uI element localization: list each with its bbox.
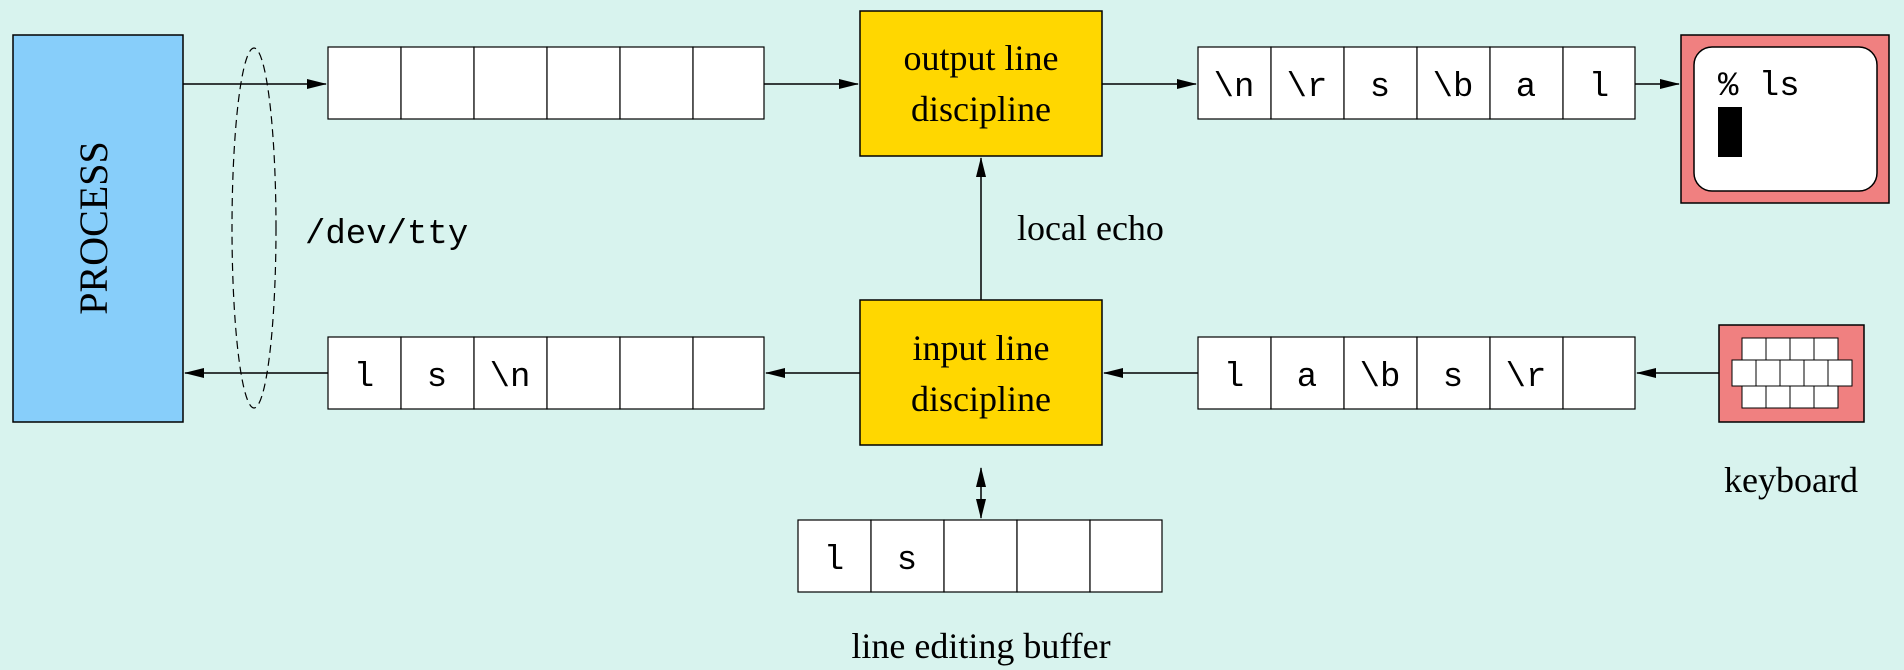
output-discipline-label-line1: output line — [904, 38, 1059, 78]
dev-tty-label: /dev/tty — [305, 216, 468, 254]
queue-cell-value: s — [1443, 359, 1463, 397]
queue-cell-value: a — [1516, 69, 1536, 107]
buffer-cell — [943, 519, 1018, 593]
input-discipline-label-line2: discipline — [911, 379, 1051, 419]
queue-cell — [692, 336, 765, 410]
queue-cell-value: s — [427, 359, 447, 397]
output-line-discipline: output line discipline — [859, 10, 1103, 157]
terminal-output-queue: \n \r s \b a l — [1197, 46, 1636, 120]
keyboard-key — [1813, 337, 1839, 361]
queue-cell — [1343, 336, 1418, 410]
keyboard-key — [1741, 337, 1767, 361]
queue-cell — [1197, 46, 1272, 120]
raw-input-queue: l a \b s \r — [1197, 336, 1636, 410]
process-input-queue: l s \n — [327, 336, 765, 410]
queue-cell — [546, 46, 621, 120]
terminal-screen: % ls — [1680, 34, 1890, 204]
queue-cell — [327, 46, 402, 120]
keyboard-key — [1813, 385, 1839, 409]
line-editing-buffer: l s — [797, 519, 1163, 593]
output-discipline-label-line2: discipline — [911, 89, 1051, 129]
buffer-cell — [1089, 519, 1163, 593]
queue-cell-value: a — [1297, 359, 1317, 397]
keyboard-key — [1755, 359, 1781, 387]
queue-cell-value: \n — [490, 359, 531, 397]
keyboard-key — [1827, 359, 1853, 387]
queue-cell — [619, 336, 694, 410]
process-box-rect — [12, 34, 184, 423]
buffer-cell — [1016, 519, 1091, 593]
queue-cell-value: l — [354, 359, 374, 397]
queue-cell-value: \r — [1506, 359, 1547, 397]
dev-tty-boundary — [231, 47, 277, 409]
screen-cursor — [1718, 107, 1742, 157]
screen-text: % ls — [1718, 68, 1800, 106]
keyboard-key — [1789, 385, 1815, 409]
buffer-cell-value: l — [824, 542, 844, 580]
local-echo-label: local echo — [1017, 208, 1164, 248]
output-discipline-box — [859, 10, 1103, 157]
queue-cell — [1489, 336, 1564, 410]
queue-cell — [1197, 336, 1272, 410]
queue-cell — [619, 46, 694, 120]
queue-cell-value: s — [1370, 69, 1390, 107]
input-discipline-label-line1: input line — [913, 328, 1050, 368]
queue-cell — [1270, 46, 1345, 120]
queue-cell-value: \b — [1433, 69, 1474, 107]
keyboard-key — [1765, 337, 1791, 361]
queue-cell — [1489, 46, 1564, 120]
queue-cell — [1562, 336, 1636, 410]
buffer-cell-value: s — [897, 542, 917, 580]
keyboard-key — [1765, 385, 1791, 409]
queue-cell-value: l — [1224, 359, 1244, 397]
process-output-queue — [327, 46, 765, 120]
queue-cell — [473, 46, 548, 120]
process-label: PROCESS — [71, 141, 116, 314]
queue-cell — [1416, 46, 1491, 120]
keyboard-key — [1731, 359, 1757, 387]
queue-cell — [400, 336, 475, 410]
buffer-cell — [870, 519, 945, 593]
keyboard-key — [1779, 359, 1805, 387]
queue-cell — [1562, 46, 1636, 120]
keyboard-key — [1789, 337, 1815, 361]
queue-cell — [400, 46, 475, 120]
queue-cell — [1416, 336, 1491, 410]
queue-cell — [1343, 46, 1418, 120]
input-discipline-box — [859, 299, 1103, 446]
keyboard-label: keyboard — [1724, 460, 1858, 500]
queue-cell-value: \b — [1360, 359, 1401, 397]
input-line-discipline: input line discipline — [859, 299, 1103, 446]
queue-cell-value: \r — [1287, 69, 1328, 107]
queue-cell — [546, 336, 621, 410]
keyboard-icon — [1718, 324, 1865, 423]
keyboard-key — [1741, 385, 1767, 409]
line-editing-buffer-label: line editing buffer — [851, 626, 1110, 666]
queue-cell-value: l — [1589, 69, 1609, 107]
queue-cell-value: \n — [1214, 69, 1255, 107]
queue-cell — [692, 46, 765, 120]
keyboard-key — [1803, 359, 1829, 387]
process-box: PROCESS — [12, 34, 184, 423]
buffer-cell — [797, 519, 872, 593]
queue-cell — [1270, 336, 1345, 410]
queue-cell — [473, 336, 548, 410]
